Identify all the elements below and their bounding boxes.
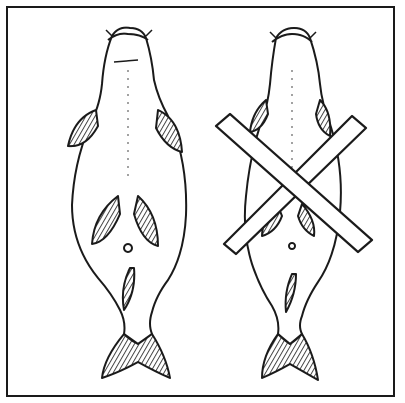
- left-fish-vent: [124, 244, 132, 252]
- left-fish: [68, 28, 186, 378]
- left-fish-barbel-left: [106, 30, 112, 36]
- right-fish-barbel-right: [310, 32, 316, 38]
- right-fish-barbel-left: [270, 32, 276, 38]
- right-fish-vent: [289, 243, 295, 249]
- left-fish-barbel-right: [146, 30, 152, 36]
